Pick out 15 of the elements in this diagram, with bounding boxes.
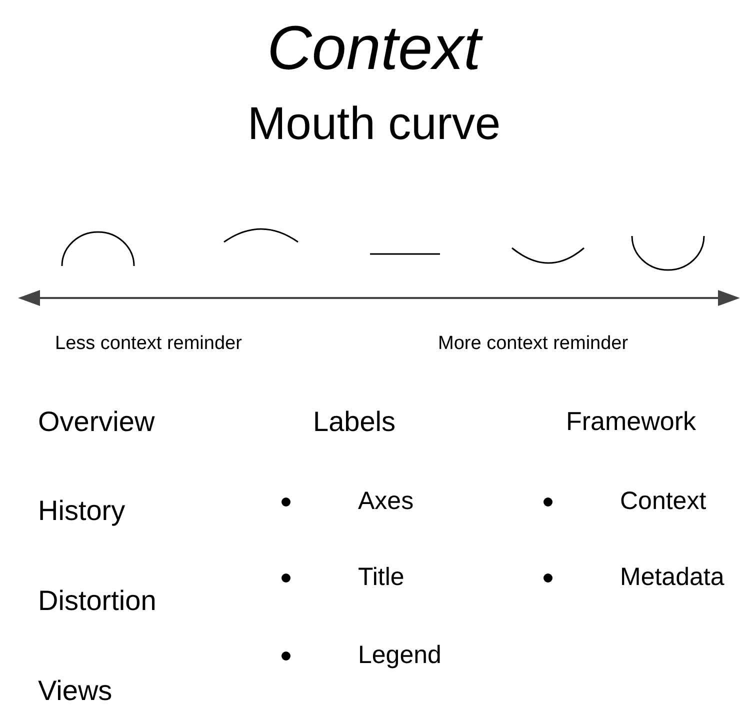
menu-item: History (38, 497, 126, 525)
scale-end-label: More context reminder (438, 334, 628, 353)
column-heading: Labels (313, 408, 396, 436)
menu-item: Overview (38, 408, 155, 436)
subtitle: Mouth curve (246, 100, 502, 146)
bullet-item-text: Axes (358, 489, 414, 514)
menu-item: Views (38, 677, 112, 705)
bullet-item-text: Context (620, 489, 706, 514)
slide-title: Context (266, 18, 484, 80)
column-heading: Framework (566, 408, 696, 434)
bullet-item-text: Legend (358, 643, 442, 668)
bullet-item-text: Metadata (620, 565, 724, 590)
scale-end-label: Less context reminder (55, 334, 242, 353)
menu-item: Distortion (38, 587, 156, 615)
bullet-item-text: Title (358, 565, 404, 590)
